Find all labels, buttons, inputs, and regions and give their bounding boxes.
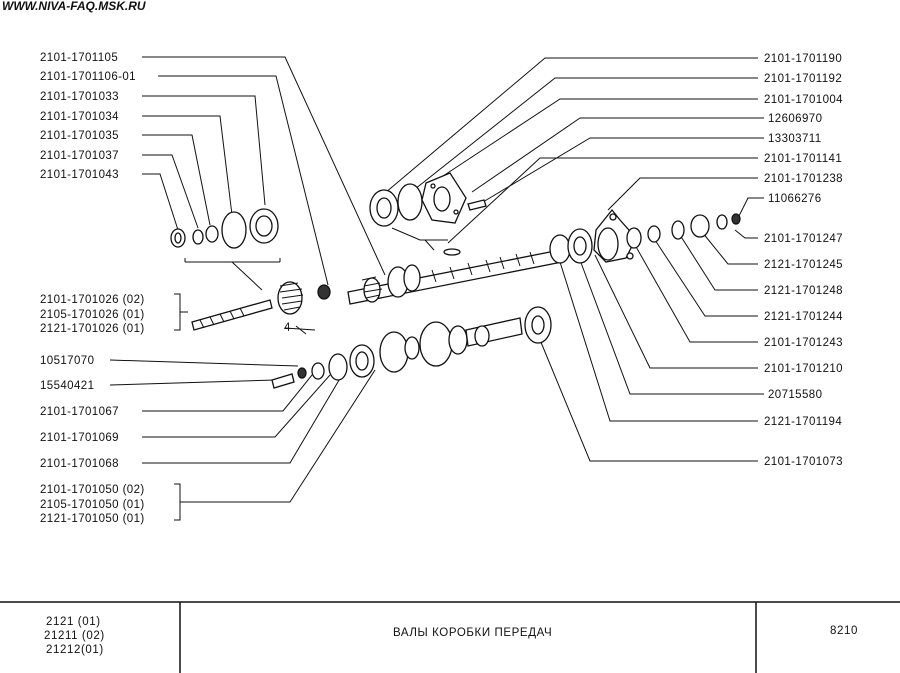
- right-callouts: 2101-1701190 2101-1701192 2101-1701004 1…: [764, 53, 843, 468]
- front-bearing-cover-group: [369, 172, 487, 256]
- callout-label: 2105-1701026 (01): [40, 309, 145, 321]
- callout-label: 2101-1701035: [40, 130, 119, 142]
- nut-part: [731, 213, 741, 225]
- group-bracket: [174, 293, 181, 331]
- callout-label: 2101-1701210: [764, 363, 843, 375]
- callout-label: 2101-1701190: [764, 53, 842, 65]
- group-bracket: [174, 483, 181, 521]
- gear-part: [379, 331, 409, 373]
- callout-label: 2101-1701034: [40, 111, 119, 123]
- snap-ring-part: [397, 183, 423, 221]
- key-part: [443, 248, 461, 256]
- callout-label: 2101-1701004: [764, 94, 843, 106]
- callout-label: 2101-1701026 (02): [40, 294, 145, 306]
- callout-label: 13303711: [768, 133, 822, 145]
- watermark-text: WWW.NIVA-FAQ.MSK.RU: [2, 0, 146, 13]
- callout-label: 2101-1701192: [764, 73, 842, 85]
- bolt-part: [467, 199, 487, 211]
- callout-label: 2105-1701050 (01): [40, 499, 145, 511]
- countershaft-group: [271, 306, 552, 389]
- bearing-part: [255, 215, 273, 237]
- callout-label: 2101-1701037: [40, 150, 119, 162]
- callout-label: 2101-1701105: [40, 52, 118, 64]
- callout-label: 11066276: [768, 193, 822, 205]
- callout-label: 20715580: [768, 389, 822, 401]
- leader-lines-right: [384, 57, 764, 462]
- model-label: 21212(01): [46, 644, 104, 656]
- input-shaft: 4: [191, 281, 331, 335]
- callout-label: 2121-1701245: [764, 259, 843, 271]
- callout-label: 2101-1701069: [40, 432, 119, 444]
- gear-part: [419, 321, 453, 367]
- ring-part: [192, 229, 204, 245]
- snap-ring-part: [328, 353, 348, 381]
- callout-label: 2121-1701248: [764, 285, 843, 297]
- main-shaft: [347, 249, 563, 305]
- callout-label: 2101-1701050 (02): [40, 484, 145, 496]
- callout-label: 2101-1701067: [40, 406, 119, 418]
- callout-label: 2121-1701244: [764, 311, 843, 323]
- diagram-title: ВАЛЫ КОРОБКИ ПЕРЕДАЧ: [393, 627, 552, 639]
- model-label: 2121 (01): [46, 616, 101, 628]
- callout-label: 2101-1701106-01: [40, 71, 136, 83]
- small-mark-label: 4: [284, 322, 291, 334]
- callout-label: 2101-1701238: [764, 173, 843, 185]
- callout-label: 15540421: [40, 380, 94, 392]
- needle-bearing-part: [317, 284, 331, 300]
- rear-flange-group: [549, 208, 741, 264]
- page-number: 8210: [830, 625, 858, 637]
- bearing-part: [376, 197, 392, 219]
- bolt-part: [271, 373, 295, 389]
- callout-label: 2101-1701073: [764, 456, 843, 468]
- model-label: 21211 (02): [44, 630, 105, 642]
- title-block: 2121 (01) 21211 (02) 21212(01) ВАЛЫ КОРО…: [0, 601, 900, 673]
- callout-label: 2101-1701247: [764, 233, 843, 245]
- callout-label: 2101-1701243: [764, 337, 843, 349]
- callout-label: 2101-1701068: [40, 458, 119, 470]
- callout-label: 2121-1701026 (01): [40, 323, 145, 335]
- snap-ring-part: [221, 211, 247, 249]
- leader-lines-left: [109, 56, 386, 503]
- callout-label: 2101-1701043: [40, 169, 119, 181]
- ring-part: [205, 225, 219, 243]
- washer-part: [297, 367, 307, 379]
- callout-label: 2101-1701033: [40, 91, 119, 103]
- input-shaft-bearing-set: [170, 208, 281, 291]
- washer-part: [311, 362, 325, 380]
- ring-part: [174, 232, 182, 244]
- callout-label: 12606970: [768, 113, 822, 125]
- callout-label: 2101-1701141: [764, 153, 842, 165]
- callout-label: 2121-1701194: [764, 416, 842, 428]
- callout-label: 2121-1701050 (01): [40, 513, 145, 525]
- left-callouts: 2101-1701105 2101-1701106-01 2101-170103…: [40, 52, 145, 525]
- callout-label: 10517070: [40, 355, 94, 367]
